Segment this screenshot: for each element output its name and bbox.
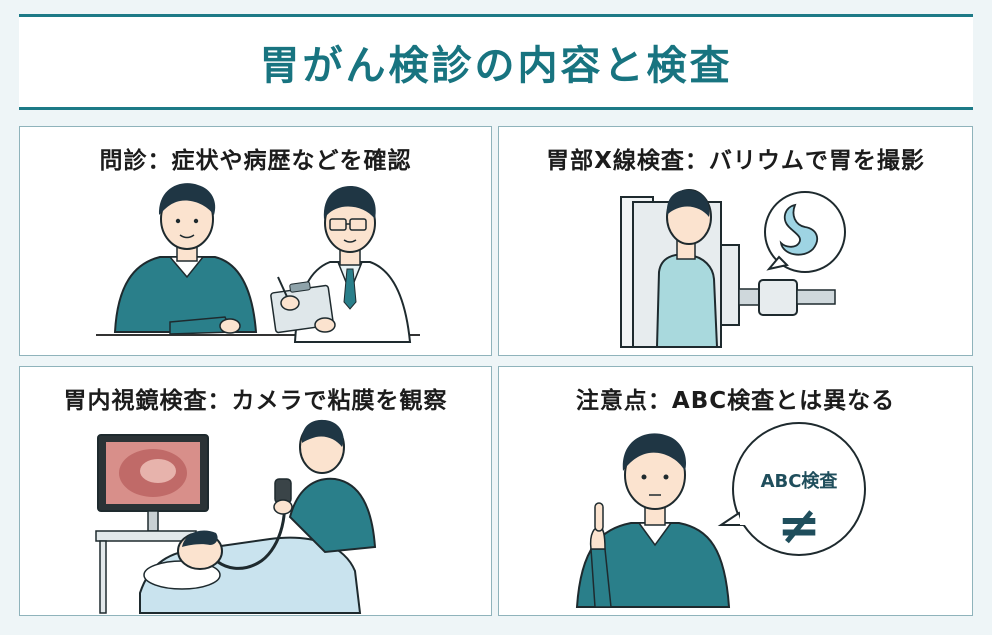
- endoscopy-monitor: [95, 434, 209, 614]
- xray-illustration: [620, 189, 846, 348]
- title-banner: 胃がん検診の内容と検査: [19, 14, 973, 110]
- stomach-bubble: [764, 191, 846, 273]
- interview-illustration: [96, 183, 420, 343]
- doctor-figure: [270, 186, 412, 343]
- panel-title-xray: 胃部X線検査：バリウムで胃を撮影: [546, 148, 925, 174]
- patient-figure: [113, 183, 258, 335]
- not-equal-icon: ≠: [777, 496, 821, 556]
- panel-title-endoscopy: 胃内視鏡検査：カメラで粘膜を観察: [63, 388, 448, 414]
- panel-title-note: 注意点：ABC検査とは異なる: [575, 388, 896, 414]
- panel-title-interview: 問診：症状や病歴などを確認: [99, 148, 412, 174]
- panel-interview: 問診：症状や病歴などを確認: [19, 126, 492, 356]
- endoscopist-figure: [217, 419, 377, 570]
- xray-patient-figure: [655, 189, 719, 348]
- abc-bubble-label: ABC検査: [760, 471, 838, 492]
- note-illustration: ≠: [575, 422, 866, 608]
- pointing-man-figure: [575, 433, 731, 608]
- endoscopy-illustration: [95, 419, 377, 614]
- panel-endoscopy: 胃内視鏡検査：カメラで粘膜を観察: [19, 366, 492, 616]
- panel-note: 注意点：ABC検査とは異なる ≠ ABC検査: [498, 366, 973, 616]
- stomach-icon: [779, 203, 819, 256]
- panel-xray: 胃部X線検査：バリウムで胃を撮影: [498, 126, 973, 356]
- lying-patient-figure: [139, 530, 362, 614]
- page-title: 胃がん検診の内容と検査: [259, 43, 733, 89]
- abc-bubble: ≠: [717, 422, 866, 556]
